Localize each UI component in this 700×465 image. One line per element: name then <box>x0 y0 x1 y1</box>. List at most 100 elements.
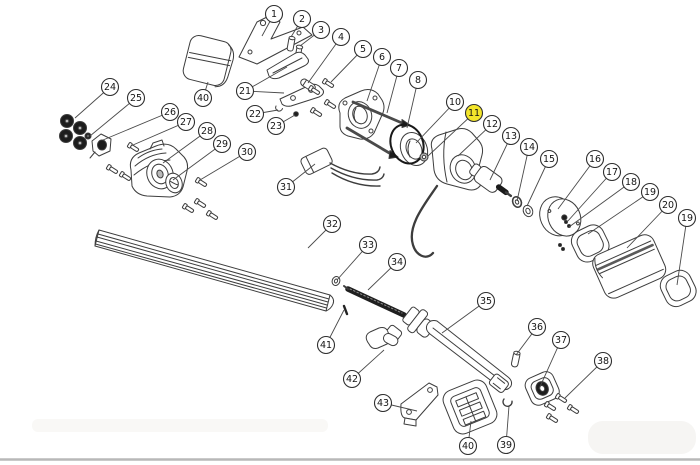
callout-10[interactable]: 10 <box>445 92 465 112</box>
callout-23[interactable]: 23 <box>266 116 286 136</box>
callout-22[interactable]: 22 <box>245 104 265 124</box>
part-mount-bracket-1 <box>238 14 313 65</box>
parts-layer <box>59 14 697 435</box>
callout-circle <box>519 137 539 157</box>
callout-31[interactable]: 31 <box>276 177 296 197</box>
part-end-bell-16 <box>539 196 582 237</box>
callout-41[interactable]: 41 <box>316 335 336 355</box>
callout-40[interactable]: 40 <box>458 436 478 456</box>
callout-21[interactable]: 21 <box>235 81 255 101</box>
callout-28[interactable]: 28 <box>197 121 217 141</box>
callout-25[interactable]: 25 <box>126 88 146 108</box>
part-clamp-42 <box>365 327 399 349</box>
callout-number: 3 <box>318 25 324 36</box>
callout-40[interactable]: 40 <box>193 88 213 108</box>
callout-circle <box>235 81 255 101</box>
part-washer-11 <box>419 152 429 162</box>
part-threaded-rod-34 <box>343 285 407 318</box>
callout-16[interactable]: 16 <box>585 149 605 169</box>
callout-number: 15 <box>543 154 555 165</box>
callout-14[interactable]: 14 <box>519 137 539 157</box>
callout-34[interactable]: 34 <box>387 252 407 272</box>
callout-15[interactable]: 15 <box>539 149 559 169</box>
leader-line-17 <box>566 171 613 223</box>
callout-8[interactable]: 8 <box>408 70 428 90</box>
part-screws-lower <box>181 197 220 222</box>
callout-11[interactable]: 11 <box>464 103 484 123</box>
callout-32[interactable]: 32 <box>322 214 342 234</box>
callout-number: 40 <box>197 93 209 104</box>
callout-1[interactable]: 1 <box>264 4 284 24</box>
callout-number: 14 <box>523 142 535 153</box>
callout-number: 13 <box>505 131 517 142</box>
callout-circle <box>496 435 516 455</box>
part-tube-35 <box>425 320 513 393</box>
callout-30[interactable]: 30 <box>237 142 257 162</box>
callout-27[interactable]: 27 <box>176 112 196 132</box>
callout-number: 24 <box>104 82 116 93</box>
callout-35[interactable]: 35 <box>476 291 496 311</box>
callout-24[interactable]: 24 <box>100 77 120 97</box>
callout-26[interactable]: 26 <box>160 102 180 122</box>
part-washer-15 <box>522 204 534 218</box>
callout-number: 41 <box>320 340 332 351</box>
callout-circle <box>476 291 496 311</box>
callout-circle <box>264 4 284 24</box>
callout-29[interactable]: 29 <box>212 134 232 154</box>
leader-line-16 <box>557 158 596 210</box>
callout-17[interactable]: 17 <box>602 162 622 182</box>
part-screws-17-18 <box>558 220 571 251</box>
callout-43[interactable]: 43 <box>373 393 393 413</box>
callout-19[interactable]: 19 <box>677 208 697 228</box>
callout-36[interactable]: 36 <box>527 317 547 337</box>
part-clip-22 <box>275 105 283 112</box>
callout-38[interactable]: 38 <box>593 351 613 371</box>
callout-number: 10 <box>449 97 461 108</box>
callout-33[interactable]: 33 <box>358 235 378 255</box>
leader-line-35 <box>441 300 487 334</box>
callout-circle <box>126 88 146 108</box>
callout-13[interactable]: 13 <box>501 126 521 146</box>
callout-number: 16 <box>589 154 601 165</box>
callout-7[interactable]: 7 <box>389 58 409 78</box>
leader-line-28 <box>162 130 208 164</box>
callout-circle <box>621 172 641 192</box>
part-connector-31 <box>300 147 385 187</box>
callout-2[interactable]: 2 <box>292 9 312 29</box>
callout-4[interactable]: 4 <box>331 27 351 47</box>
callout-42[interactable]: 42 <box>342 369 362 389</box>
callout-number: 23 <box>270 121 282 132</box>
callout-circle <box>322 214 342 234</box>
leader-line-29 <box>172 143 223 181</box>
callout-circle <box>372 47 392 67</box>
callout-circle <box>501 126 521 146</box>
callout-number: 19 <box>681 213 693 224</box>
callout-circle <box>445 92 465 112</box>
part-yoke-26 <box>89 133 112 159</box>
callout-37[interactable]: 37 <box>551 330 571 350</box>
callout-circle <box>245 104 265 124</box>
callout-number: 28 <box>201 126 213 137</box>
callout-number: 22 <box>249 109 261 120</box>
callout-circle <box>266 116 286 136</box>
callout-number: 37 <box>555 335 567 346</box>
callout-18[interactable]: 18 <box>621 172 641 192</box>
part-rail-32 <box>94 229 335 312</box>
callout-number: 35 <box>480 296 492 307</box>
callout-19[interactable]: 19 <box>640 182 660 202</box>
callout-3[interactable]: 3 <box>311 20 331 40</box>
callout-5[interactable]: 5 <box>353 39 373 59</box>
callout-number: 33 <box>362 240 374 251</box>
callout-circle <box>160 102 180 122</box>
callout-circle <box>316 335 336 355</box>
callout-20[interactable]: 20 <box>658 195 678 215</box>
callout-12[interactable]: 12 <box>482 114 502 134</box>
callout-number: 29 <box>216 139 228 150</box>
callout-39[interactable]: 39 <box>496 435 516 455</box>
part-armature-13 <box>469 163 513 198</box>
leader-line-19 <box>676 217 688 286</box>
callout-circle <box>292 9 312 29</box>
part-cable-12 <box>410 184 439 258</box>
callout-6[interactable]: 6 <box>372 47 392 67</box>
